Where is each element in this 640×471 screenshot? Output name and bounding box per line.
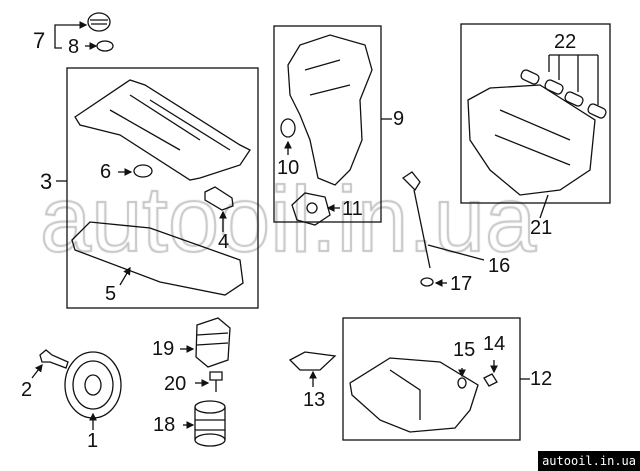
callout-6: 6 [100,161,112,183]
callout-5: 5 [105,283,117,305]
dipstick-oring-part [420,277,434,287]
cooler-bolt-part [209,371,223,392]
site-label: autooil.in.ua [538,451,640,471]
callout-16: 16 [488,255,511,277]
pulley-bolt-part [39,349,69,369]
oil-seal-part [133,164,153,178]
callout-12: 12 [530,368,553,390]
oil-cooler-part [195,317,231,368]
intake-gaskets-part [520,69,607,119]
callout-11: 11 [342,198,363,220]
timing-cover-part [287,34,373,186]
callout-1: 1 [87,430,99,452]
oil-filler-cap-part [87,12,111,32]
callout-3: 3 [40,169,53,194]
valve-cover-group-box [66,67,259,309]
callout-2: 2 [21,379,33,401]
callout-8: 8 [68,36,80,58]
callout-7: 7 [33,28,46,53]
spark-plug-gasket-part [204,186,234,211]
callout-4: 4 [218,231,230,253]
callout-20: 20 [164,373,187,395]
callout-10: 10 [277,157,300,179]
drain-plug-washer-part [457,377,467,389]
drain-plug-part [483,373,498,387]
timing-cover-seal-part [280,118,296,138]
oil-filter-part [194,400,226,447]
callout-19: 19 [152,338,175,360]
callout-18: 18 [153,414,176,436]
intake-manifold-group-box [460,23,611,204]
timing-cover-group-box [273,25,382,223]
cap-seal-part [96,40,114,52]
callout-13: 13 [303,389,326,411]
callout-9: 9 [393,108,405,130]
intake-manifold-part [467,84,596,196]
valve-cover-gasket-part [71,221,244,296]
callout-14: 14 [483,333,506,355]
callout-21: 21 [530,217,553,239]
valve-cover-part [74,79,251,181]
callout-15: 15 [453,339,476,361]
callout-17: 17 [450,273,473,295]
crank-pulley-part [64,351,122,419]
dipstick-part [401,171,431,269]
oil-pump-part [291,192,331,226]
oil-pan-part [349,357,479,433]
callout-22: 22 [554,31,577,53]
baffle-bracket-part [288,351,337,371]
